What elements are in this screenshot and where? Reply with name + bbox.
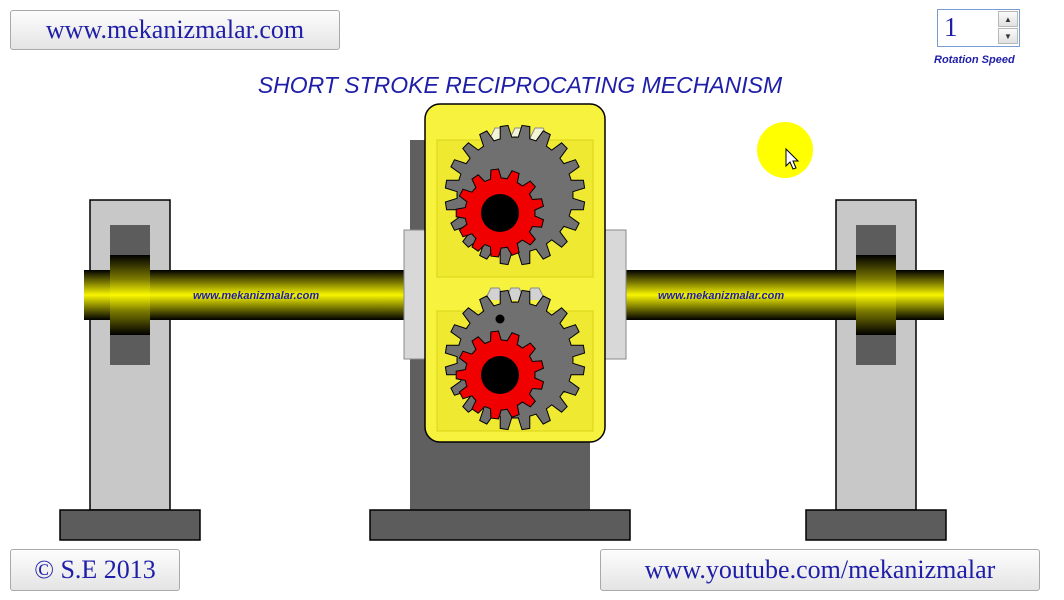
lower-gear-marker-dot (495, 314, 505, 324)
rotation-speed-stepper[interactable]: 1 ▲ ▼ (937, 9, 1020, 47)
left-shaft-label: www.mekanizmalar.com (193, 290, 319, 302)
cursor-highlight (757, 122, 813, 178)
lower-gear-hub (481, 356, 519, 394)
spin-up-icon[interactable]: ▲ (998, 11, 1018, 27)
right-shaft-collar (856, 255, 896, 335)
left-shaft-collar (110, 255, 150, 335)
right-shaft-label: www.mekanizmalar.com (658, 290, 784, 302)
right-bearing-support (805, 199, 947, 541)
page-title: SHORT STROKE RECIPROCATING MECHANISM (257, 72, 783, 98)
spin-down-icon[interactable]: ▼ (998, 28, 1018, 44)
copyright-button[interactable]: © S.E 2013 (10, 549, 180, 591)
rotation-speed-value[interactable]: 1 (944, 12, 958, 42)
mouse-cursor-icon (785, 147, 800, 170)
website-button[interactable]: www.mekanizmalar.com (10, 10, 340, 50)
rotation-speed-label: Rotation Speed (934, 54, 1015, 66)
youtube-button[interactable]: www.youtube.com/mekanizmalar (600, 549, 1040, 591)
upper-gear-hub (481, 194, 519, 232)
left-bearing-support (59, 199, 201, 541)
